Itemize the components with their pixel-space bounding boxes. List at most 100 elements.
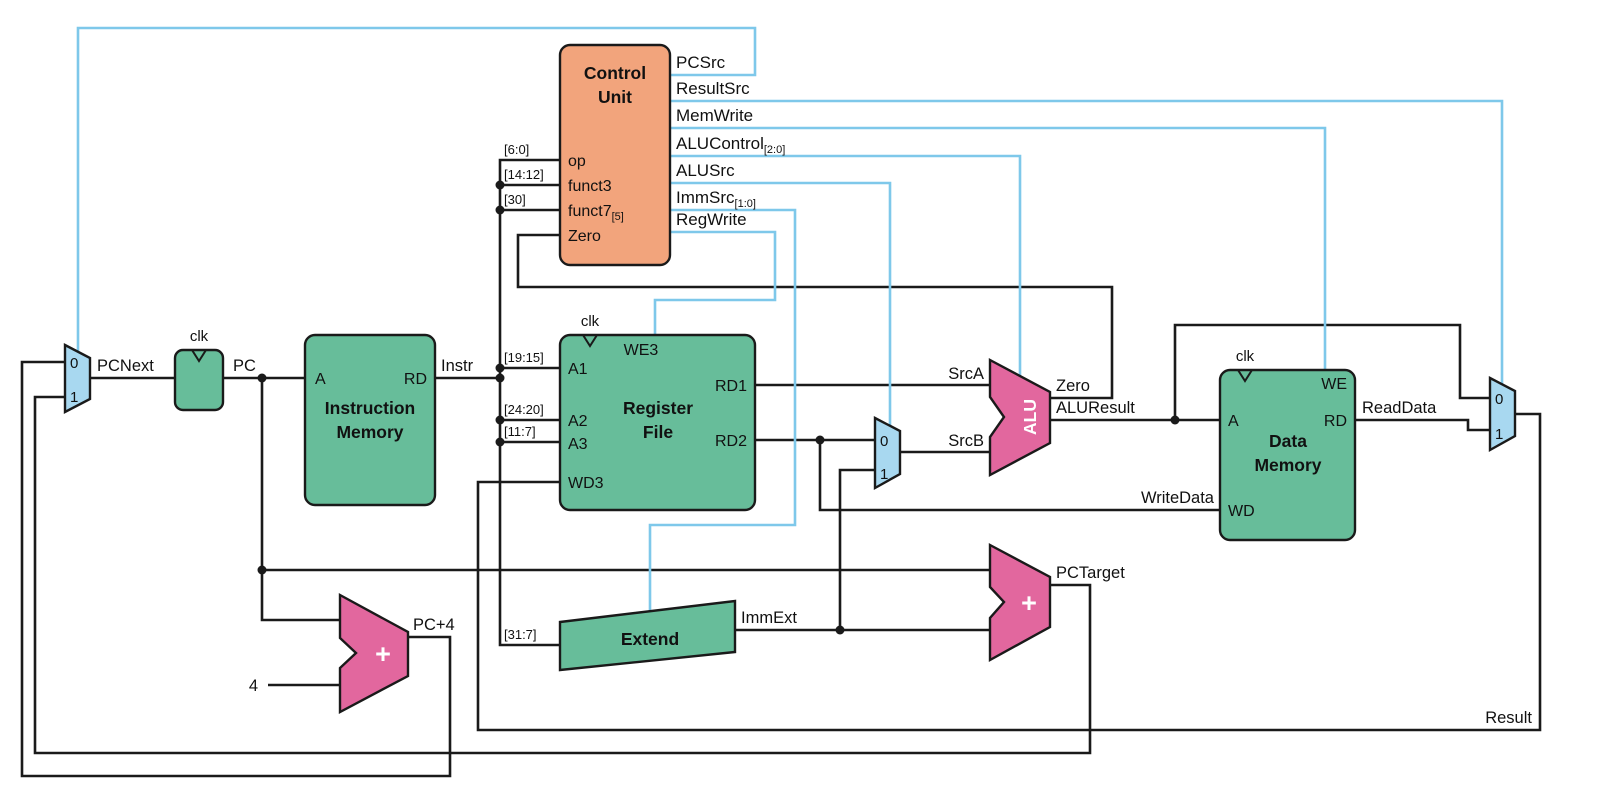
clock-marks: [190, 334, 1254, 383]
regfile-port-a3: A3: [568, 436, 588, 453]
junction-dot: [1170, 415, 1180, 425]
wire-writedata: [818, 440, 1220, 512]
instruction-memory-block: [303, 333, 437, 507]
pctarget-adder-block: [988, 543, 1052, 663]
pcnext-mux: [63, 343, 92, 414]
wire-label-writedata: WriteData: [1141, 489, 1215, 507]
signal-alusrc-label: ALUSrc: [676, 161, 735, 180]
junction-dot: [815, 435, 825, 445]
data-wires: [20, 158, 1542, 778]
alu-title: ALU: [1020, 399, 1040, 435]
blocks: [63, 43, 1517, 714]
control-unit-title-line1: Control: [584, 63, 646, 83]
wire-zero-feedback: [516, 233, 1114, 400]
clock-edge-icon: [581, 334, 599, 348]
wire-label-result: Result: [1485, 709, 1532, 727]
pcnext-mux-input0-label: 0: [70, 355, 78, 372]
control-unit-title-line2: Unit: [598, 87, 632, 107]
dmem-title-line2: Memory: [1254, 455, 1321, 475]
regfile-port-rd1: RD1: [715, 378, 747, 395]
junction-dot: [257, 373, 267, 383]
srcb-mux-input0-label: 0: [880, 433, 888, 450]
junction-dot: [495, 205, 505, 215]
bit-range-funct3: [14:12]: [504, 167, 544, 182]
wire-pctarget-loop: [33, 395, 1092, 755]
regfile-port-wd3: WD3: [568, 475, 604, 492]
junction-dots: [257, 180, 1180, 635]
wire-aluresult-to-mux: [1173, 323, 1490, 420]
imem-title-line2: Memory: [336, 422, 403, 442]
srcb-mux: [873, 416, 902, 491]
wire-readdata: [1355, 418, 1490, 432]
labels: Control Unit op funct3 funct7[5] Zero PC…: [70, 53, 1532, 727]
wire-alucontrol: [670, 154, 1022, 376]
regfile-port-a1: A1: [568, 361, 588, 378]
wire-alusrc: [670, 181, 892, 426]
control-port-op: op: [568, 153, 586, 170]
regfile-port-we3: WE3: [624, 342, 659, 359]
wire-memwrite: [670, 126, 1327, 370]
signal-pcsrc-label: PCSrc: [676, 53, 726, 72]
pcplus4-adder-block: [338, 592, 410, 714]
signal-immsrc-label: ImmSrc[1:0]: [676, 188, 756, 210]
junction-dot: [835, 625, 845, 635]
bit-range-funct7: [30]: [504, 192, 526, 207]
wire-label-instr: Instr: [441, 357, 474, 375]
pcnext-mux-input1-label: 1: [70, 389, 78, 406]
dmem-port-rd: RD: [1324, 413, 1347, 430]
pctarget-adder-plus: +: [1021, 588, 1037, 618]
signal-alucontrol-main: ALUControl: [676, 134, 764, 153]
pcplus4-adder-plus: +: [375, 639, 391, 669]
junction-dot: [495, 373, 505, 383]
imem-port-rd: RD: [404, 371, 427, 388]
imem-port-a: A: [315, 371, 326, 388]
clock-edge-icon: [1236, 369, 1254, 383]
bit-range-imm: [31:7]: [504, 627, 537, 642]
junction-dot: [257, 565, 267, 575]
wire-resultsrc: [670, 99, 1504, 384]
wire-label-immext: ImmExt: [741, 609, 797, 627]
signal-alucontrol-label: ALUControl[2:0]: [676, 134, 785, 156]
wire-regwrite: [653, 230, 777, 335]
wire-result-loop: [476, 412, 1542, 732]
regfile-title-line1: Register: [623, 398, 693, 418]
wire-immext-to-mux: [838, 468, 875, 630]
wire-pcplus4-loop: [20, 360, 452, 778]
wire-pcsrc: [76, 26, 757, 352]
bit-range-op: [6:0]: [504, 142, 529, 157]
wire-label-srcb: SrcB: [948, 432, 984, 450]
imem-title-line1: Instruction: [325, 398, 415, 418]
wire-label-four: 4: [249, 677, 258, 695]
wire-label-pctarget: PCTarget: [1056, 564, 1125, 582]
result-mux: [1488, 376, 1517, 453]
pc-register-block: [173, 348, 225, 412]
extend-title: Extend: [621, 629, 679, 649]
alu-block: [988, 358, 1052, 477]
control-port-funct3: funct3: [568, 178, 612, 195]
junction-dot: [495, 437, 505, 447]
wire-pc-to-adder: [260, 378, 340, 622]
junction-dot: [495, 363, 505, 373]
signal-resultsrc-label: ResultSrc: [676, 79, 750, 98]
dmem-port-we: WE: [1321, 376, 1347, 393]
result-mux-input1-label: 1: [1495, 426, 1503, 443]
signal-immsrc-main: ImmSrc: [676, 188, 735, 207]
bit-range-a3: [11:7]: [504, 424, 536, 439]
result-mux-input0-label: 0: [1495, 391, 1503, 408]
data-memory-block: [1218, 368, 1357, 542]
junction-dot: [495, 180, 505, 190]
dmem-port-a: A: [1228, 413, 1239, 430]
control-port-funct7: funct7[5]: [568, 203, 624, 223]
wire-label-zero: Zero: [1056, 377, 1090, 395]
wire-immsrc: [648, 208, 797, 612]
bit-range-a1: [19:15]: [504, 350, 544, 365]
regfile-port-rd2: RD2: [715, 433, 747, 450]
wire-instr-bus: [498, 158, 560, 647]
signal-alucontrol-sub: [2:0]: [764, 144, 785, 156]
dmem-port-wd: WD: [1228, 503, 1255, 520]
wire-label-pc: PC: [233, 357, 256, 375]
wire-label-aluresult: ALUResult: [1056, 399, 1135, 417]
register-file-clk-label: clk: [581, 313, 600, 330]
